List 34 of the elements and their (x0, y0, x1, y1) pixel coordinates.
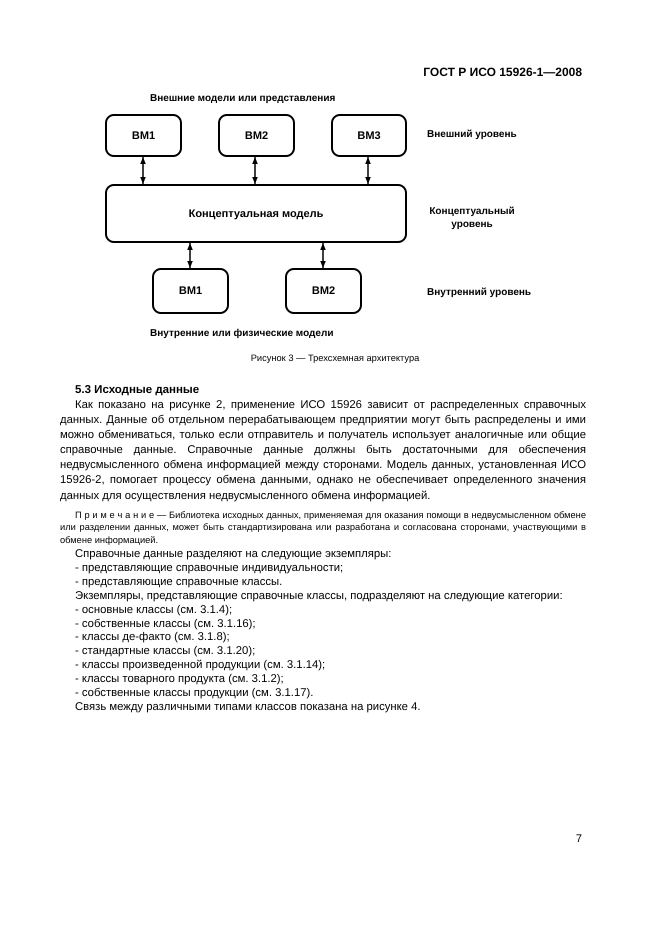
page-number: 7 (574, 832, 582, 846)
double-arrow (187, 243, 193, 268)
level-label: Концептуальный уровень (428, 205, 516, 231)
body-text: Связь между различными типами классов показана на рисунке 4. (75, 700, 422, 714)
list-item: - представляющие справочные индивидуальности; (75, 560, 344, 575)
section-heading: 5.3 Исходные данные (75, 383, 200, 397)
list-item: - классы товарного продукта (см. 3.1.2); (75, 672, 285, 686)
figure-caption: Рисунок 3 — Трехсхемная архитектура (250, 352, 420, 365)
list-item: - представляющие справочные классы. (75, 574, 284, 589)
list-item: - основные классы (см. 3.1.4); (75, 602, 234, 617)
group-label: Внутренние или физические модели (150, 327, 334, 341)
body-text: Справочные данные разделяют на следующие экземпляры: (75, 547, 392, 561)
model-box: ВМ1 (105, 114, 182, 157)
note-text: П р и м е ч а н и е — Библиотека исходных данных, применяемая для оказания помощи в недвусмысленном обмене или разделении данных, может быть стандартизирована или разработана и согласована сторонами, участвующими в обмене информацией. (60, 509, 586, 546)
list-item: - собственные классы (см. 3.1.16); (75, 616, 257, 630)
list-item: - классы произведенной продукции (см. 3.1.14); (75, 658, 326, 672)
model-box: Концептуальная модель (105, 184, 407, 243)
document-header: ГОСТ Р ИСО 15926-1—2008 (422, 65, 582, 79)
list-item: - собственные классы продукции (см. 3.1.17). (75, 686, 314, 700)
level-label: Внутренний уровень (427, 286, 532, 300)
model-box: ВМ2 (218, 114, 295, 157)
body-paragraph: Как показано на рисунке 2, применение ИСО 15926 зависит от распределенных справочных данных. Данные об отдельном перерабатывающем предприятии могут быть распределены и ими можно обмениваться, только если отправитель и получатель использует аналогичные или общие справочные данные. Справочные данные должны быть достаточными для обеспечения недвусмысленного обмена информацией между сторонами. Модель данных, установленная ИСО 15926-2, помогает процессу обмена данными, однако не обеспечивает определенного значения данных для осуществления недвусмысленного обмена информацией. (60, 398, 586, 504)
level-label: Внешний уровень (427, 128, 518, 142)
body-text: Экземпляры, представляющие справочные классы, подразделяют на следующие категории: (75, 588, 564, 603)
list-item: - классы де-факто (см. 3.1.8); (75, 630, 231, 644)
double-arrow (252, 157, 258, 184)
model-box: ВМ3 (331, 114, 407, 157)
group-label: Внешние модели или представления (150, 92, 336, 106)
list-item: - стандартные классы (см. 3.1.20); (75, 644, 256, 658)
model-box: ВМ2 (285, 268, 362, 314)
model-box: ВМ1 (152, 268, 229, 314)
double-arrow (320, 243, 326, 268)
double-arrow (140, 157, 146, 184)
double-arrow (365, 157, 371, 184)
